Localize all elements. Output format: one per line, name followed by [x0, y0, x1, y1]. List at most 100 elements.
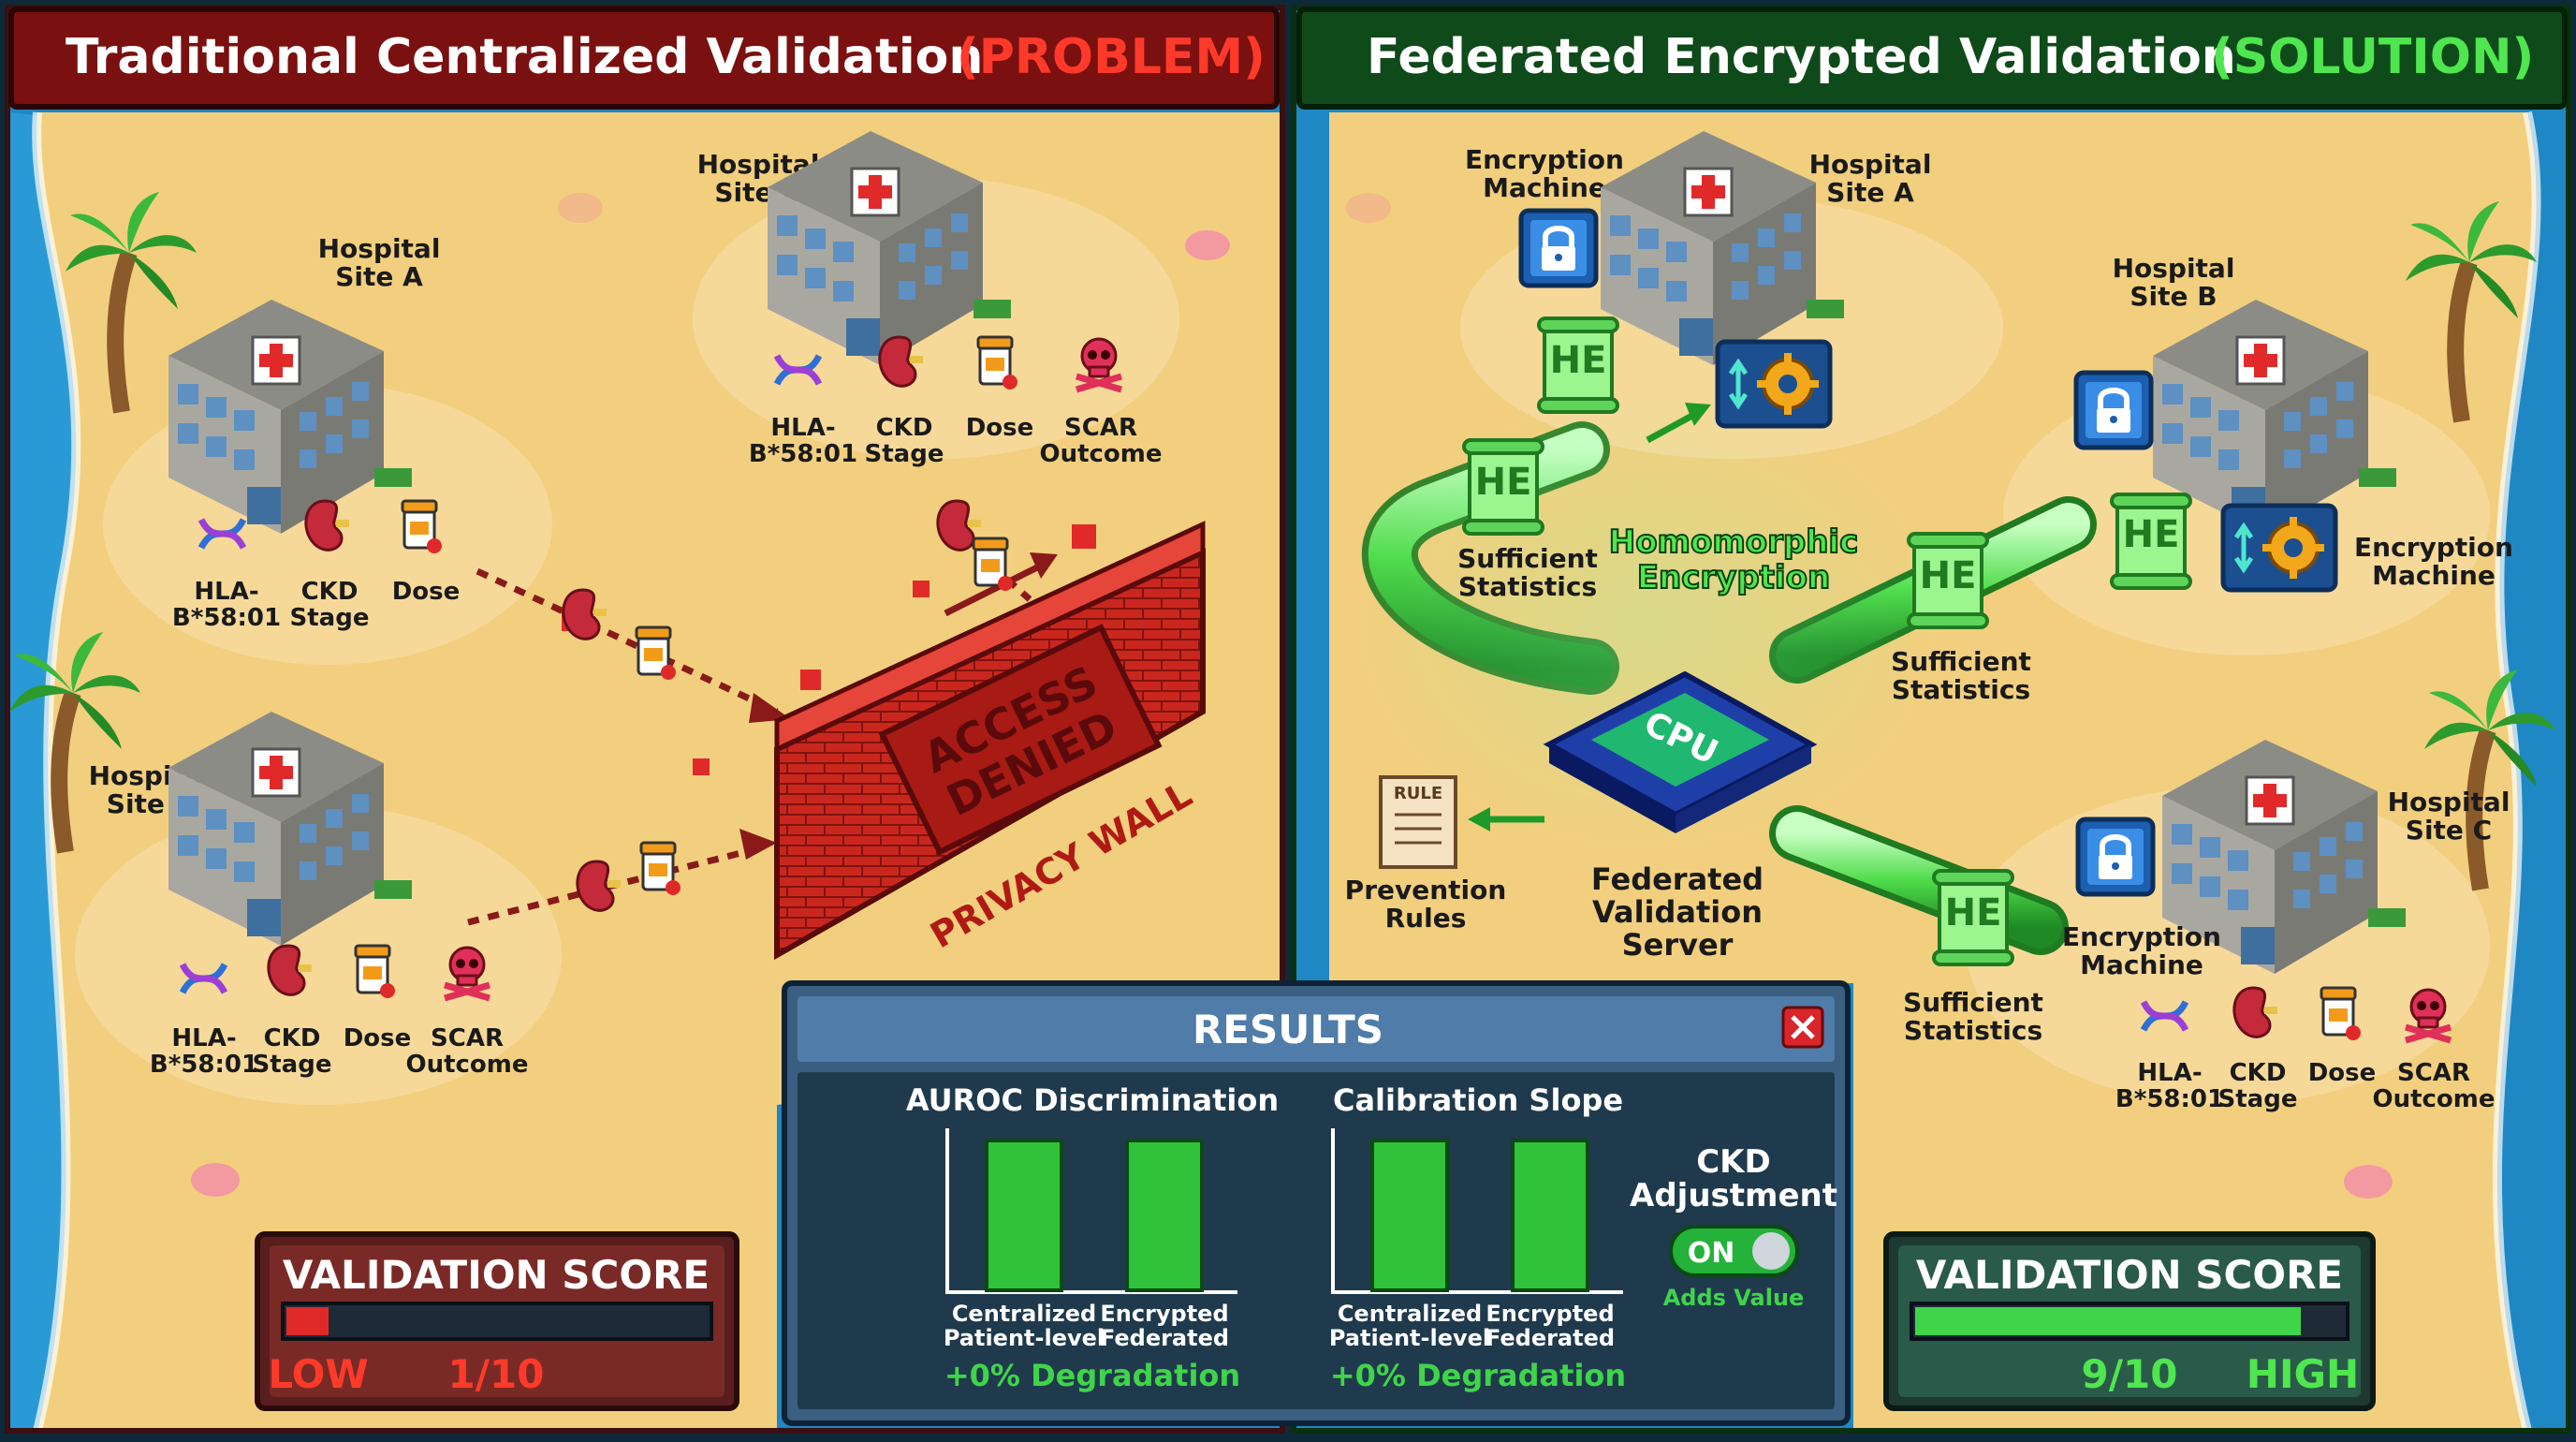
chart-title: AUROC Discrimination	[906, 1082, 1279, 1118]
right-tag: (SOLUTION)	[2211, 29, 2534, 85]
lock-icon	[2076, 373, 2151, 448]
stats-label: Sufficient	[1457, 543, 1598, 574]
hospital-label: Site A	[335, 261, 423, 292]
lock-icon	[1521, 211, 1596, 286]
debris-icon	[800, 670, 821, 690]
he-banner-line1: Homomorphic	[1609, 523, 1859, 561]
hospital-label: Hospital	[2113, 253, 2235, 284]
toggle-label: ON	[1688, 1237, 1735, 1270]
chart-bar	[1370, 1139, 1449, 1292]
he-label: HE	[1550, 339, 1607, 382]
privacy-wall: ACCESS DENIED PRIVACY WALL	[774, 521, 1206, 961]
shell-icon	[2344, 1165, 2393, 1199]
debris-icon	[693, 758, 710, 775]
machine-label: Machine	[2372, 560, 2496, 591]
variable-label: Dose	[2308, 1059, 2377, 1087]
rules-label: Prevention	[1345, 875, 1507, 905]
right-hospital-a: Encryption Machine Hospital Site A HE	[1465, 129, 1932, 444]
right-score-value: 9/10	[2081, 1351, 2177, 1397]
he-label: HE	[1920, 554, 1977, 597]
left-score-fill	[286, 1307, 329, 1335]
right-score-fill	[1915, 1307, 2301, 1335]
hospital-label: Site C	[2406, 815, 2492, 846]
right-score-panel: VALIDATION SCORE 9/10 HIGH	[1883, 1231, 2376, 1411]
chart-bar	[1125, 1139, 1204, 1292]
hospital-label: Hospital	[2388, 787, 2510, 817]
shell-icon	[191, 1163, 240, 1197]
variable-label: HLA-B*58:01	[172, 578, 281, 632]
chart-title: Calibration Slope	[1333, 1082, 1623, 1118]
hospital-label: Site B	[2130, 281, 2217, 312]
debris-icon	[1072, 524, 1096, 549]
chart-bar	[1511, 1139, 1589, 1292]
left-title: Traditional Centralized Validation	[66, 29, 983, 85]
left-score-title: VALIDATION SCORE	[283, 1252, 710, 1298]
right-title: Federated Encrypted Validation	[1367, 29, 2236, 85]
prevention-rules: RULE Prevention Rules	[1345, 775, 1544, 934]
results-title: RESULTS	[1193, 1007, 1383, 1052]
gear-icon	[2223, 506, 2335, 590]
left-score-value: 1/10	[447, 1351, 544, 1397]
variable-label: HLA-B*58:01	[749, 414, 857, 468]
stats-label: Statistics	[1458, 571, 1597, 602]
he-label: HE	[1475, 461, 1532, 504]
right-hospital-c: Hospital Site C Encryption Machine HLA-B…	[2062, 738, 2510, 1113]
machine-label: Machine	[2080, 949, 2203, 980]
machine-label: Encryption	[1465, 144, 1624, 175]
left-title-bar: Traditional Centralized Validation (PROB…	[8, 7, 1280, 110]
machine-label: Encryption	[2354, 532, 2513, 563]
variable-label: Dose	[966, 414, 1034, 442]
left-score-panel: VALIDATION SCORE LOW 1/10	[255, 1231, 739, 1411]
cpu-server: CPU Federated Validation Server	[1543, 670, 1818, 963]
left-score-level: LOW	[268, 1351, 368, 1397]
rule-tag: RULE	[1394, 784, 1442, 803]
right-score-title: VALIDATION SCORE	[1916, 1252, 2343, 1298]
server-label: Validation	[1592, 894, 1763, 930]
chart-footer: +0% Degradation	[1330, 1358, 1626, 1393]
right-title-bar: Federated Encrypted Validation (SOLUTION…	[1296, 7, 2568, 110]
lock-icon	[2078, 819, 2153, 894]
ckd-toggle[interactable]: ON	[1669, 1225, 1799, 1277]
machine-label: Machine	[1483, 172, 1606, 203]
rules-label: Rules	[1385, 903, 1467, 934]
he-label: HE	[2123, 513, 2180, 556]
debris-icon	[913, 581, 929, 597]
close-icon	[1791, 1015, 1815, 1039]
variable-label: HLA-B*58:01	[150, 1024, 258, 1079]
ckd-line2: Adjustment	[1630, 1177, 1837, 1214]
left-tag: (PROBLEM)	[957, 29, 1266, 85]
stats-label: Sufficient	[1903, 987, 2043, 1018]
variable-label: Dose	[392, 578, 461, 606]
ckd-line1: CKD	[1696, 1143, 1771, 1181]
toggle-caption: Adds Value	[1663, 1285, 1805, 1311]
server-label: Federated	[1591, 861, 1764, 897]
hospital-label: Hospital	[1809, 149, 1932, 180]
he-label: HE	[1945, 891, 2002, 934]
gear-icon	[1718, 342, 1830, 426]
hospital-label: Hospital	[318, 233, 441, 264]
close-button[interactable]	[1781, 1006, 1824, 1049]
blocked-data-arrows	[467, 499, 1096, 926]
right-hospital-b: Hospital Site B HE Encryption Machine	[2076, 253, 2513, 591]
chart-footer: +0% Degradation	[944, 1358, 1240, 1393]
right-score-level: HIGH	[2247, 1351, 2359, 1397]
stats-label: Statistics	[1904, 1015, 2042, 1046]
server-label: Server	[1622, 927, 1734, 963]
shell-icon	[558, 193, 603, 223]
shell-icon	[1185, 230, 1230, 260]
machine-label: Encryption	[2062, 921, 2221, 952]
